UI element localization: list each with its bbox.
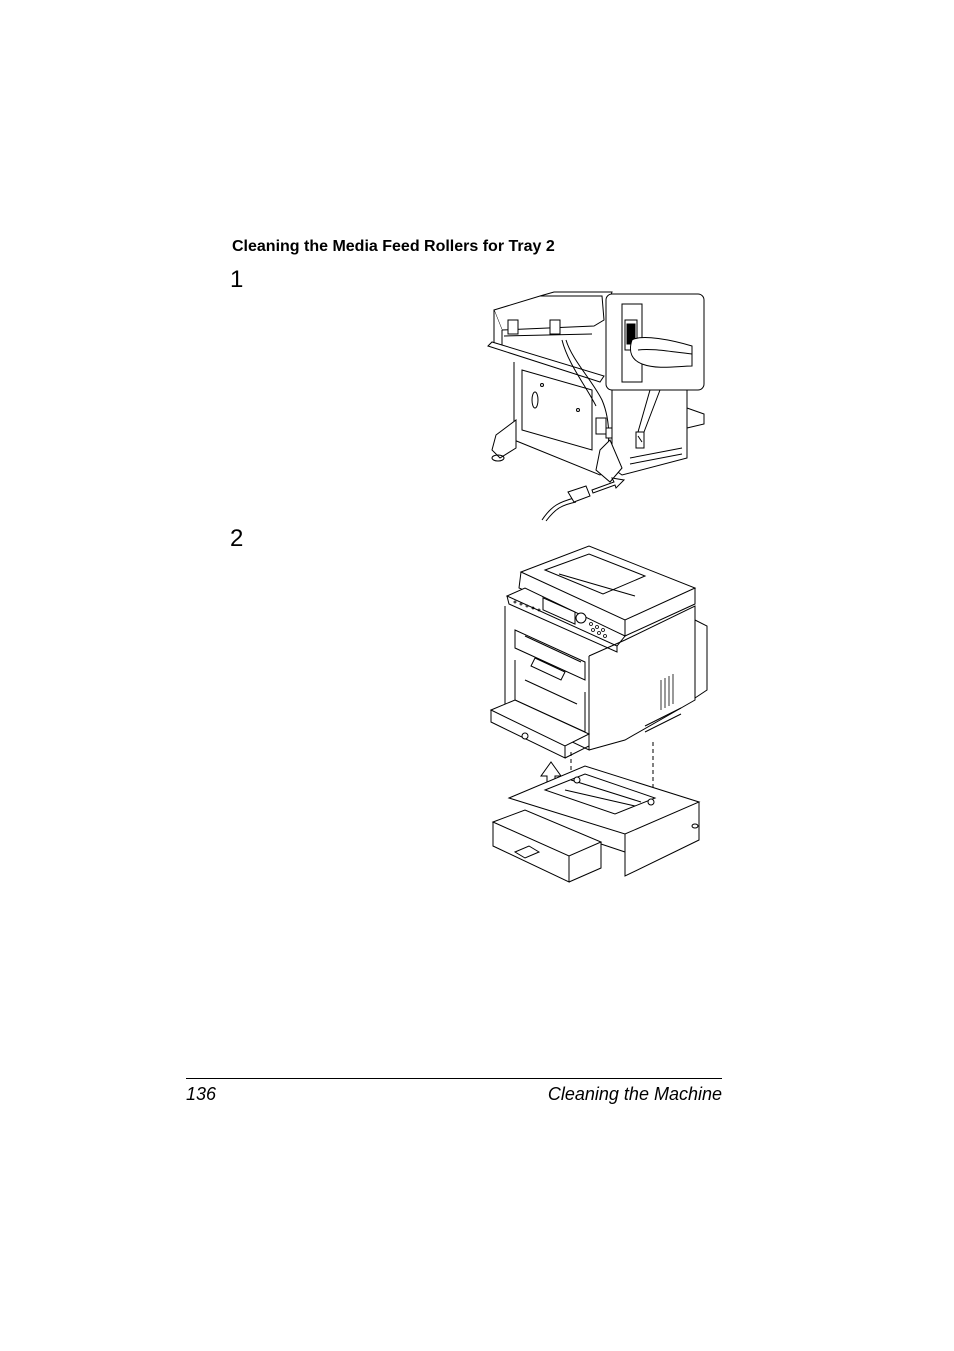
illustration-power-off-unplug <box>482 290 714 522</box>
footer-section-title: Cleaning the Machine <box>547 1084 722 1104</box>
step-number-1: 1 <box>230 266 244 293</box>
step-number-2: 2 <box>230 525 244 552</box>
page-number: 136 <box>186 1084 217 1104</box>
section-heading: Cleaning the Media Feed Rollers for Tray… <box>232 238 555 255</box>
illustration-lift-machine-off-tray <box>485 540 710 885</box>
footer-rule <box>186 1078 722 1079</box>
